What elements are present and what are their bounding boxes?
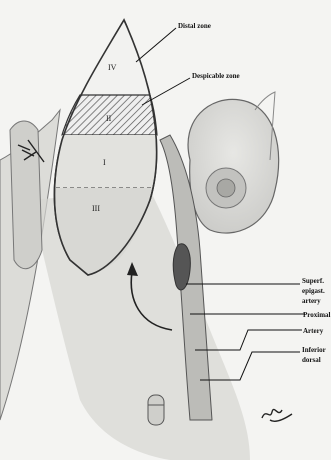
label-superf-line3: artery [302,297,321,305]
dark-pedicle [173,244,190,290]
zone-i-area [56,135,157,188]
label-superf-line1: Superf. [302,277,324,285]
label-artery: Artery [303,327,324,335]
breast [188,99,279,233]
signature [262,409,292,421]
label-inferior-line1: Inferior [302,346,326,354]
zone-label-iv: IV [108,63,117,72]
pointer-distal [136,28,176,62]
vessel-segment [148,395,164,425]
label-despicable-zone: Despicable zone [192,72,240,80]
label-superf-line2: epigast. [302,287,325,295]
label-proximal: Proximal [303,311,331,319]
label-distal-zone: Distal zone [178,22,211,30]
arm [10,121,42,269]
label-inferior-line2: dorsal [302,356,321,364]
nipple [217,179,235,197]
zone-label-iii: III [92,204,100,213]
zone-label-i: I [103,158,106,167]
zone-label-ii: II [106,114,112,123]
